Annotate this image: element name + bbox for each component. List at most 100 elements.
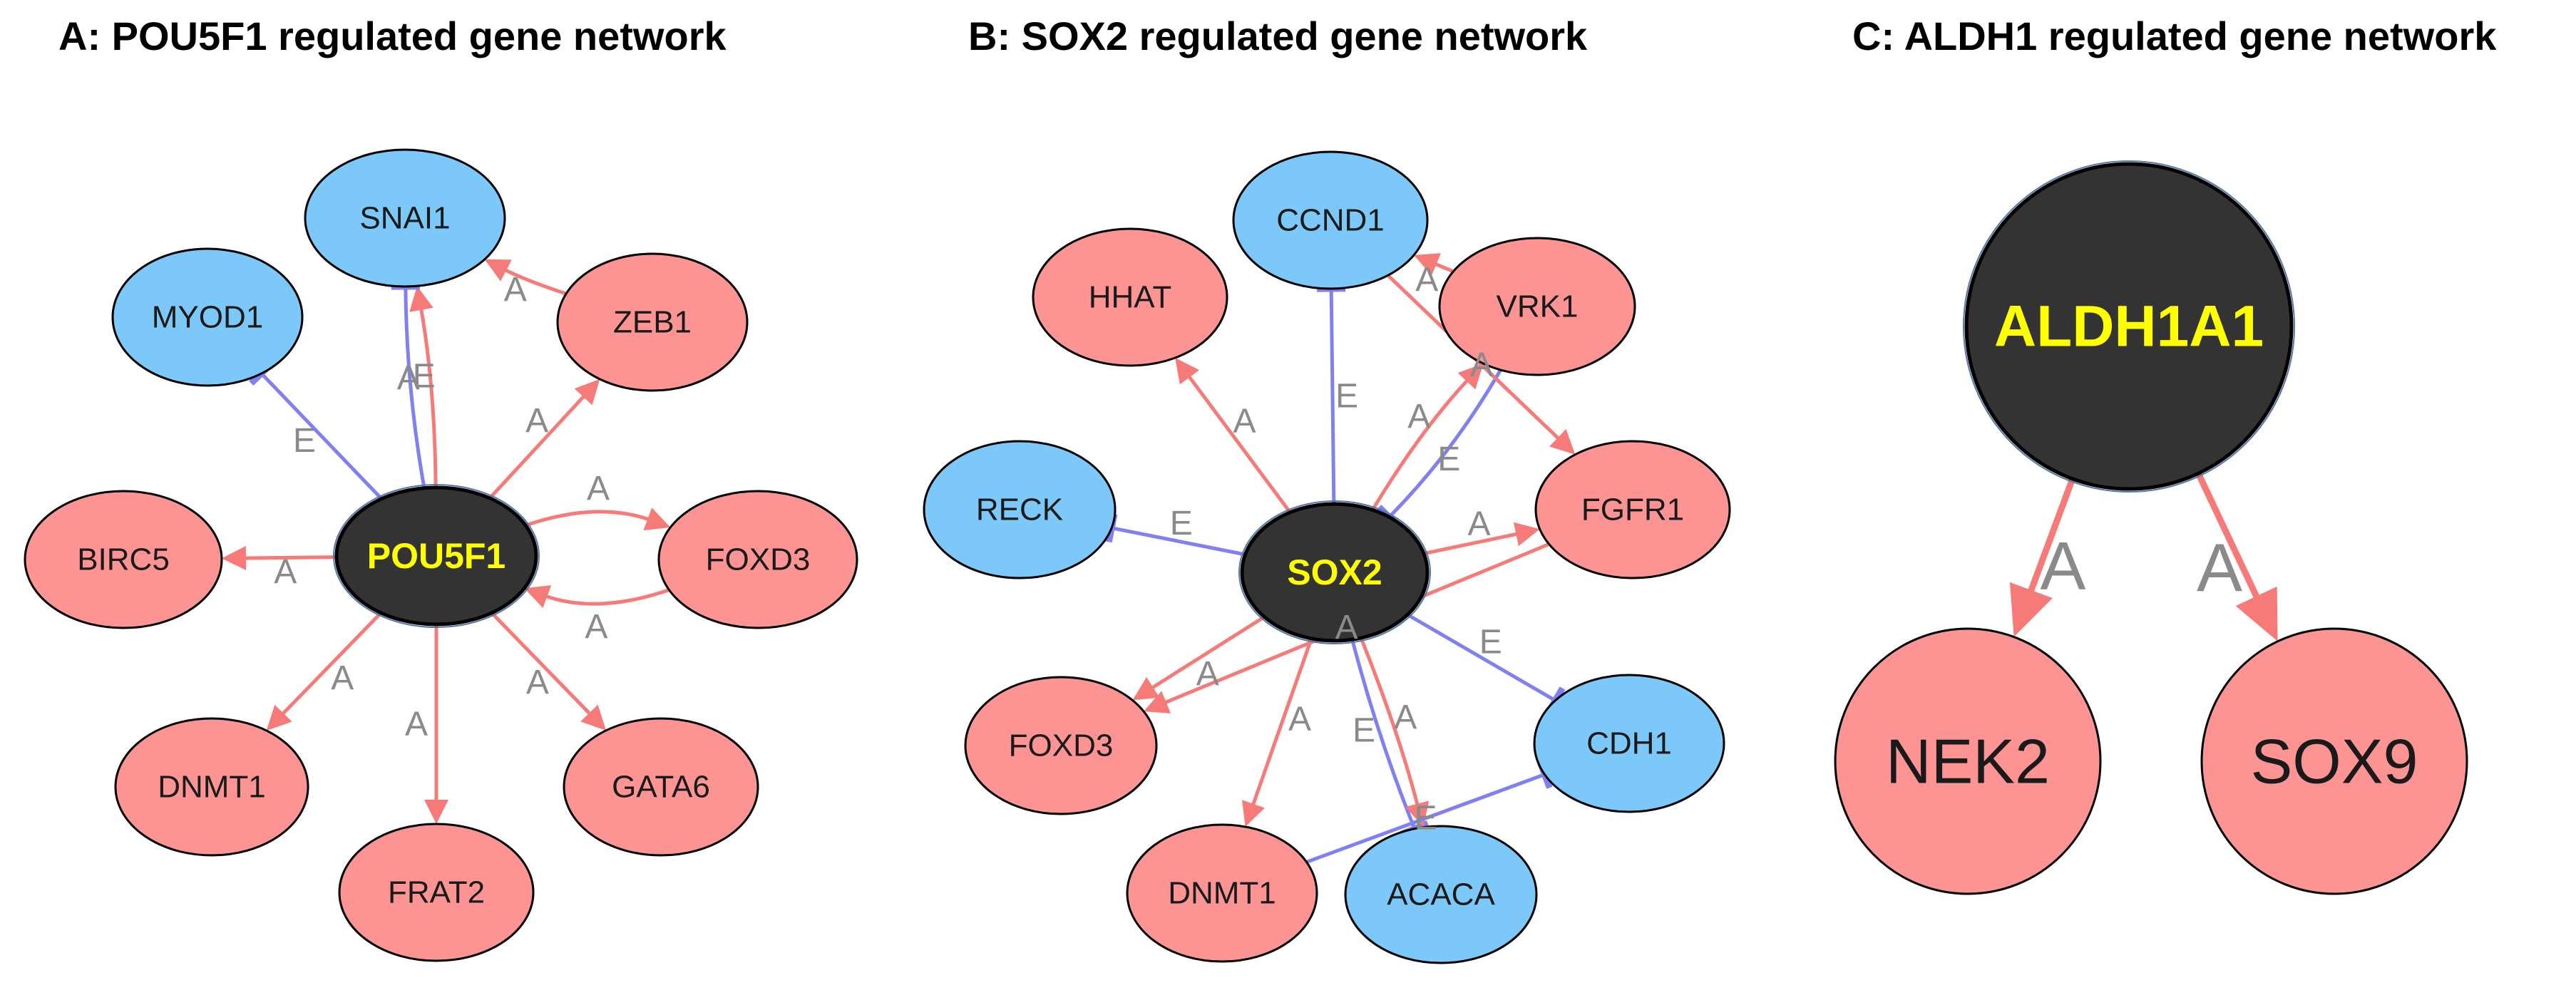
edge-a-pou5f1-zeb1-arrowhead [574, 378, 600, 406]
node-c-aldh1a1-ring [1963, 160, 2295, 493]
edge-b-sox2-acaca-label: A [1394, 699, 1417, 736]
node-b-vrk1-label: VRK1 [1497, 289, 1579, 324]
edge-c-aldh1a1-nek2-label: A [2040, 528, 2085, 604]
node-a-pou5f1 [334, 485, 538, 627]
node-a-frat2 [338, 823, 535, 962]
edge-a-pou5f1-snai1-label: E [413, 358, 436, 396]
edge-a-pou5f1-zeb1-label: A [525, 402, 548, 440]
edge-a-pou5f1-frat2-label: A [405, 706, 428, 743]
edge-b-ccnd1-fgfr1-label: A [1470, 346, 1493, 384]
node-a-foxd3 [657, 490, 858, 629]
node-a-foxd3-label: FOXD3 [706, 542, 811, 577]
edge-b-ccnd1-fgfr1-arrowhead [1549, 428, 1576, 455]
edge-a-pou5f1-gata6-label: A [526, 664, 549, 701]
edge-c-aldh1a1-nek2-arrowhead [2009, 582, 2053, 637]
node-b-hhat [1032, 227, 1228, 367]
node-c-nek2-label: NEK2 [1886, 726, 2050, 797]
edge-a-pou5f1-birc5-line [242, 555, 337, 560]
node-a-gata6-label: GATA6 [612, 770, 710, 805]
node-b-reck [923, 440, 1117, 579]
edge-a-pou5f1-gata6-arrowhead [580, 704, 607, 731]
edge-b-sox2-foxd3-label: A [1196, 655, 1219, 693]
edge-a-foxd3-pou5f1-line [543, 588, 670, 606]
edge-a-pou5f1-dnmt1-line [279, 612, 383, 718]
node-c-nek2 [1834, 627, 2102, 895]
edge-a-pou5f1-birc5-arrowhead [221, 546, 247, 571]
edge-b-sox2-acaca-line [1359, 637, 1420, 808]
edge-a-pou5f1-gata6-line [490, 612, 593, 717]
edge-b-sox2-foxd3-arrowhead [1132, 676, 1160, 701]
edge-b-sox2-acaca-line [1350, 639, 1417, 830]
edge-c-aldh1a1-sox9-line [2195, 472, 2263, 604]
edge-b-sox2-dnmt1-arrowhead [1241, 800, 1265, 827]
edge-b-vrk1-ccnd1-arrowhead [1414, 253, 1442, 276]
node-a-pou5f1-ring [333, 484, 540, 628]
edge-c-aldh1a1-sox9-arrowhead [2235, 586, 2278, 641]
edge-b-vrk1-sox2-label: E [1437, 440, 1460, 478]
node-a-birc5 [24, 490, 223, 629]
node-b-dnmt1 [1126, 823, 1318, 963]
node-b-hhat-label: HHAT [1089, 280, 1172, 315]
node-a-snai1-label: SNAI1 [359, 201, 450, 236]
node-b-foxd3 [964, 676, 1158, 815]
node-b-cdh1-label: CDH1 [1586, 726, 1672, 761]
edge-b-sox2-cdh1-line [1406, 613, 1556, 702]
node-c-sox9-label: SOX9 [2251, 726, 2418, 797]
node-a-myod1-label: MYOD1 [152, 300, 263, 335]
edge-a-pou5f1-snai1-line [404, 286, 426, 489]
node-c-sox9 [2200, 627, 2468, 895]
edge-a-foxd3-pou5f1-arrowhead [524, 585, 552, 609]
node-a-dnmt1-label: DNMT1 [158, 770, 266, 805]
node-a-myod1 [111, 247, 304, 387]
edge-a-zeb1-snai1-line [502, 267, 567, 296]
node-b-cdh1 [1533, 674, 1725, 813]
edge-a-pou5f1-foxd3-arrowhead [643, 507, 671, 531]
edge-a-pou5f1-snai1-label: A [397, 359, 420, 397]
edge-a-pou5f1-myod1-line [260, 372, 383, 500]
edge-b-sox2-cdh1-label: E [1479, 624, 1502, 661]
node-c-aldh1a1 [1964, 162, 2294, 491]
edge-b-sox2-vrk1-label: A [1407, 398, 1430, 436]
node-a-pou5f1-label: POU5F1 [367, 536, 506, 576]
node-b-ccnd1-label: CCND1 [1276, 203, 1385, 238]
panel-b-title: B: SOX2 regulated gene network [968, 14, 1588, 58]
node-b-vrk1 [1438, 237, 1636, 376]
edge-b-sox2-dnmt1-line [1250, 638, 1313, 808]
edge-b-fgfr1-foxd3-label: A [1335, 609, 1358, 646]
edge-b-sox2-acaca-label: E [1353, 711, 1375, 749]
edge-b-sox2-vrk1-line [1370, 377, 1471, 511]
node-b-sox2-ring [1238, 500, 1431, 644]
node-a-gata6 [563, 717, 759, 857]
node-b-fgfr1-label: FGFR1 [1581, 493, 1684, 527]
edge-a-pou5f1-myod1-label: E [293, 422, 316, 460]
edge-b-sox2-hhat-line [1186, 373, 1292, 514]
node-a-zeb1 [556, 252, 749, 392]
edge-b-sox2-hhat-label: A [1233, 402, 1256, 440]
edge-b-sox2-foxd3-line [1149, 615, 1266, 691]
panel-a-title: A: POU5F1 regulated gene network [58, 14, 727, 58]
edge-a-zeb1-snai1-label: A [504, 271, 527, 309]
node-a-dnmt1 [114, 717, 309, 857]
edge-b-vrk1-sox2-line [1387, 368, 1502, 519]
edge-a-pou5f1-dnmt1-arrowhead [266, 704, 292, 731]
edge-b-sox2-reck-line [1111, 526, 1246, 557]
edge-a-pou5f1-snai1-line [419, 306, 438, 488]
edge-a-pou5f1-foxd3-label: A [587, 470, 610, 507]
edge-b-sox2-hhat-arrowhead [1175, 358, 1200, 385]
edge-b-dnmt1-cdh1-line [1305, 773, 1546, 864]
node-c-aldh1a1-label: ALDH1A1 [1994, 294, 2264, 359]
edge-b-fgfr1-foxd3-arrowhead [1144, 691, 1171, 713]
panel-c-title: C: ALDH1 regulated gene network [1852, 14, 2497, 58]
node-b-sox2 [1240, 502, 1430, 643]
node-b-reck-label: RECK [976, 493, 1063, 527]
node-a-birc5-label: BIRC5 [77, 542, 170, 577]
edge-b-sox2-dnmt1-label: A [1288, 700, 1311, 738]
node-a-snai1 [304, 148, 506, 288]
edge-c-aldh1a1-sox9-label: A [2197, 530, 2242, 607]
edge-a-pou5f1-foxd3-line [525, 510, 652, 527]
node-b-foxd3-label: FOXD3 [1009, 728, 1114, 763]
edge-b-sox2-fgfr1-arrowhead [1513, 522, 1540, 547]
node-a-frat2-label: FRAT2 [388, 875, 485, 910]
